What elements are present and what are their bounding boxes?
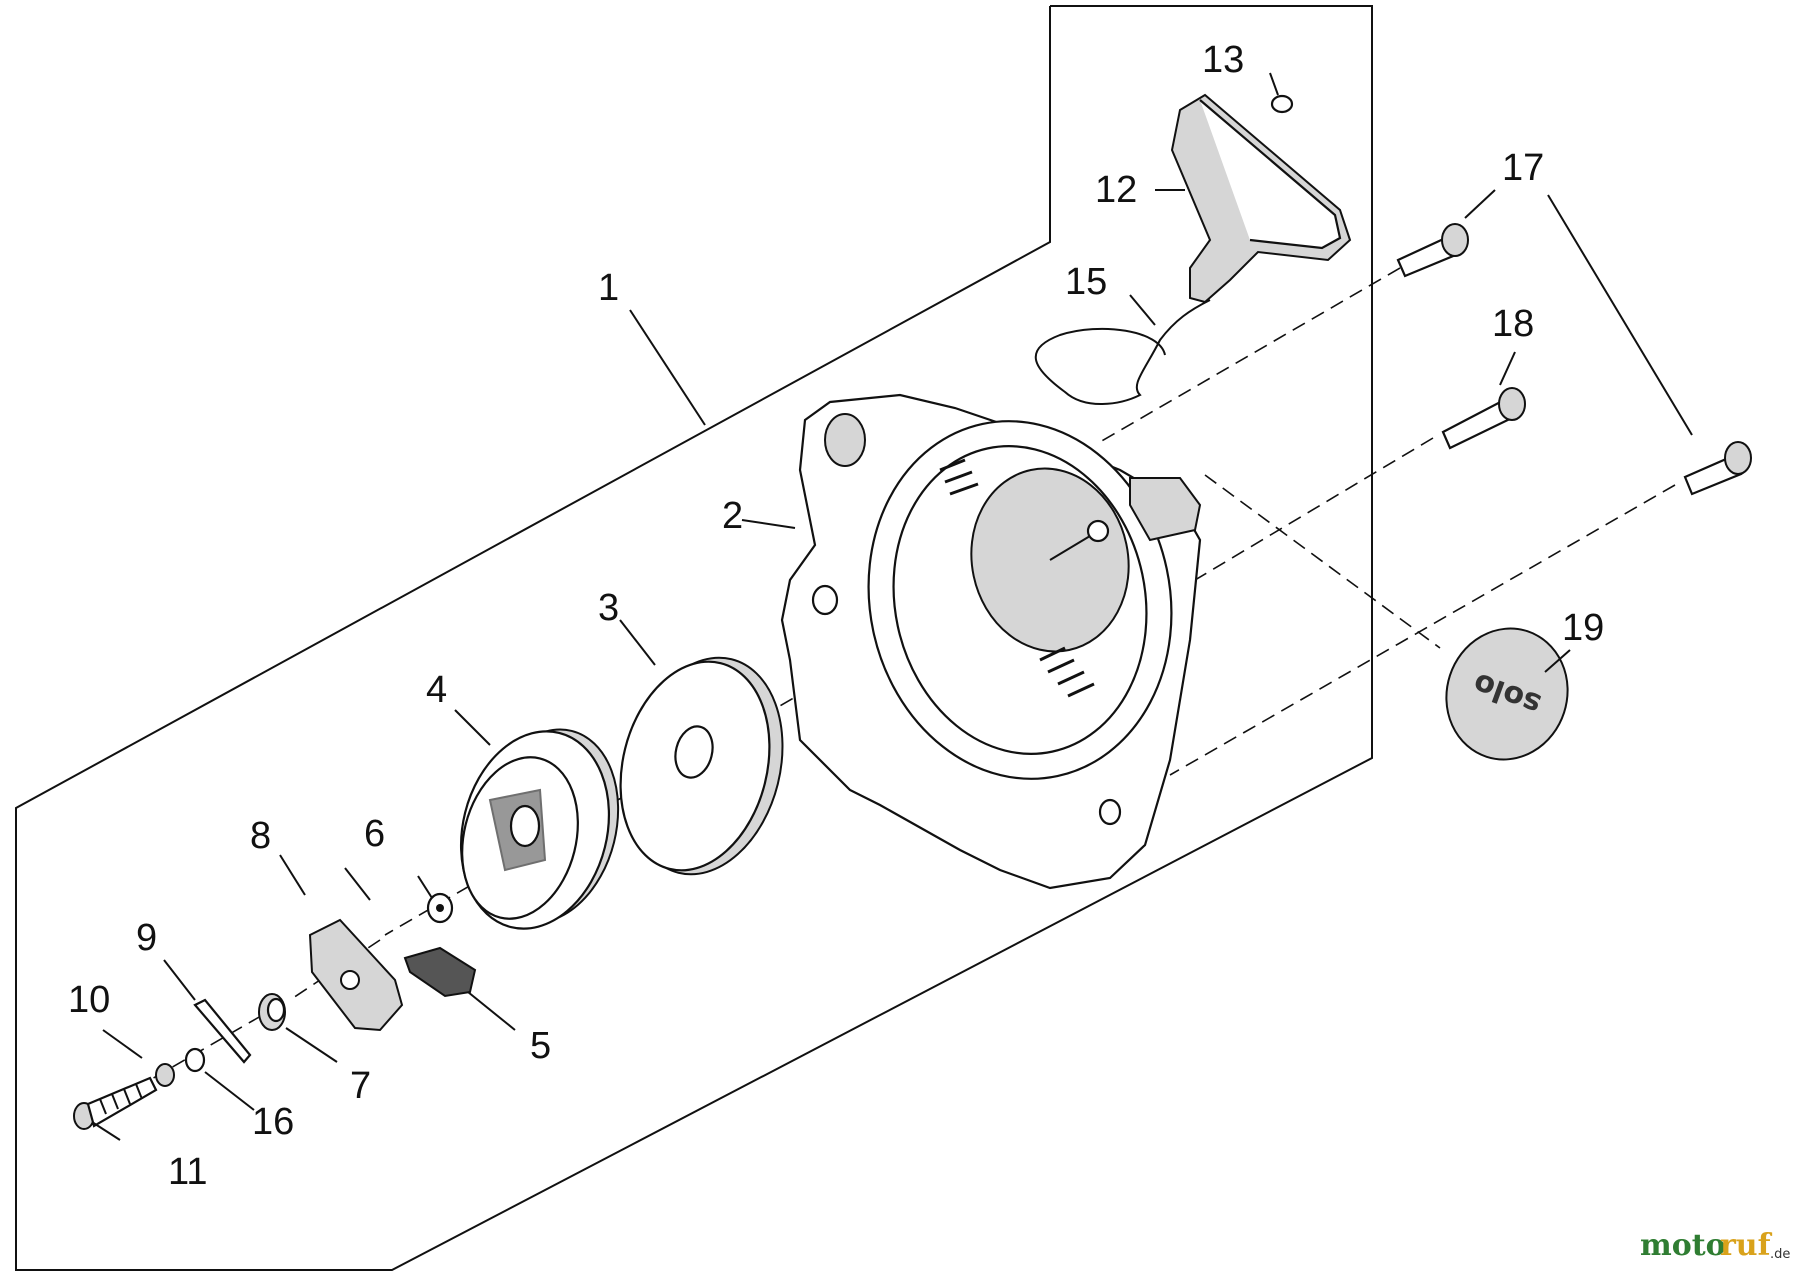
bolt-17-lower <box>1683 441 1752 496</box>
callout-12: 12 <box>1095 169 1137 211</box>
nut <box>258 993 286 1031</box>
watermark-ruf: ruf <box>1720 1228 1773 1263</box>
callout-19: 19 <box>1562 607 1604 649</box>
washer-10 <box>155 1063 175 1087</box>
callout-18: 18 <box>1492 303 1534 345</box>
bolt-18 <box>1441 387 1526 450</box>
handle-cap <box>1270 94 1294 114</box>
callout-7: 7 <box>350 1065 371 1107</box>
watermark-suffix: .de <box>1770 1247 1790 1262</box>
pawl <box>403 946 477 998</box>
starter-handle <box>1170 93 1352 304</box>
housing-fins <box>939 458 1095 698</box>
callout-1: 1 <box>598 267 619 309</box>
starter-housing <box>780 393 1202 890</box>
callout-9: 9 <box>136 917 157 959</box>
callout-13: 13 <box>1202 39 1244 81</box>
callout-16: 16 <box>252 1101 294 1143</box>
callout-4: 4 <box>426 669 447 711</box>
callout-6: 6 <box>364 813 385 855</box>
screw <box>73 1076 158 1130</box>
leader-lines <box>91 72 1693 1141</box>
watermark-moto: moto <box>1640 1228 1726 1263</box>
spring-clip <box>193 998 252 1064</box>
callout-8: 8 <box>250 815 271 857</box>
cover-disc: solo <box>1445 627 1569 761</box>
callout-2: 2 <box>722 495 743 537</box>
callout-17: 17 <box>1502 147 1544 189</box>
washer-plate <box>619 656 784 876</box>
rope-pulley <box>459 728 620 930</box>
washer-16 <box>184 1047 206 1073</box>
callout-10: 10 <box>68 979 110 1021</box>
callout-15: 15 <box>1065 261 1107 303</box>
bolt-17-upper <box>1396 223 1469 278</box>
callout-3: 3 <box>598 587 619 629</box>
starter-rope <box>1034 299 1211 405</box>
callout-5: 5 <box>530 1025 551 1067</box>
assembly-boundary <box>15 5 1373 1271</box>
callout-labels: 1 2 3 4 5 6 7 8 9 10 11 12 13 15 16 17 1… <box>68 39 1604 1193</box>
watermark: moto ruf .de <box>1640 1228 1790 1263</box>
callout-11: 11 <box>168 1151 207 1193</box>
